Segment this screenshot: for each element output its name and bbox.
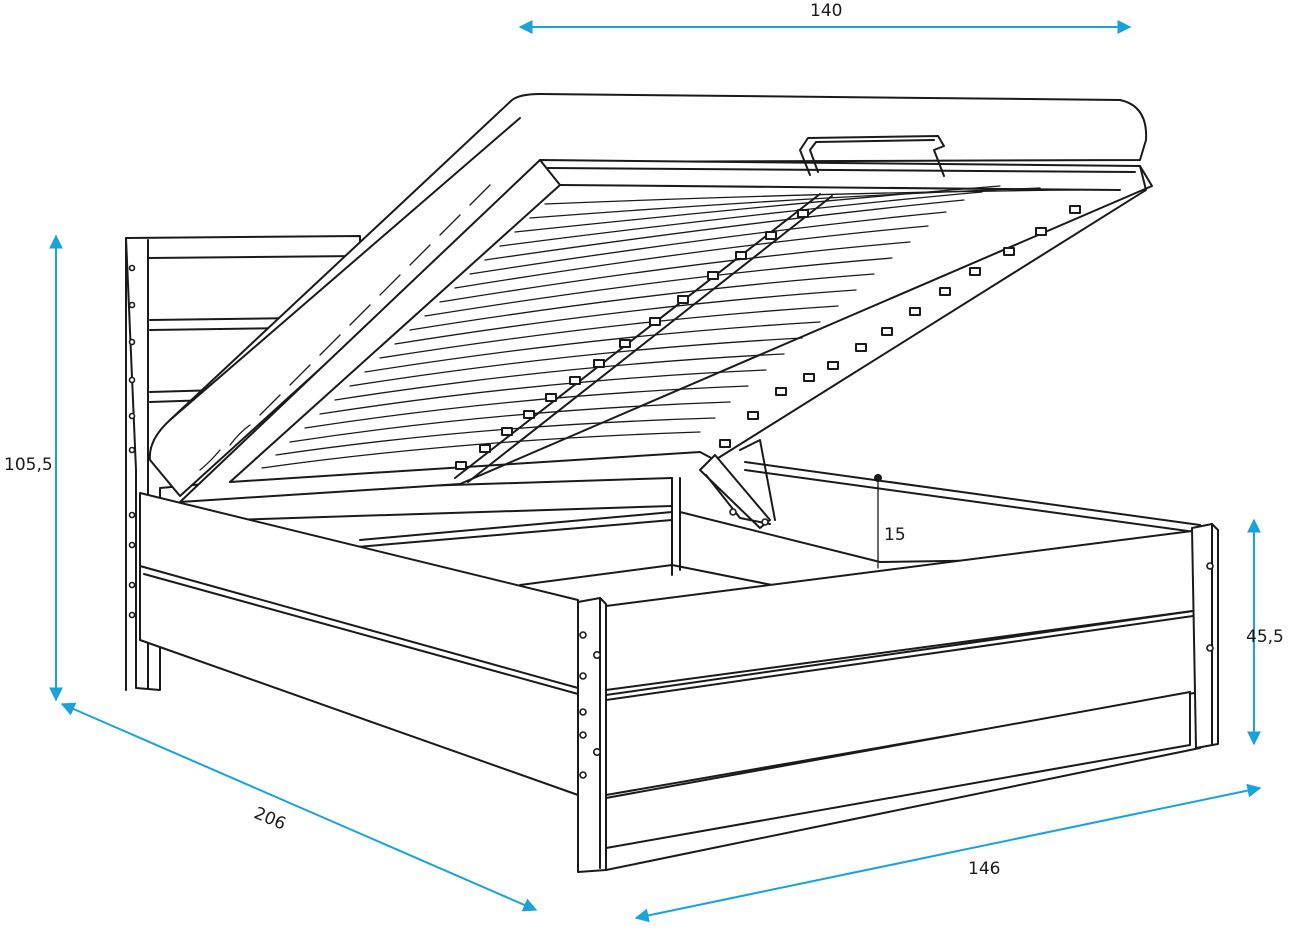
dimension-top-width: 140 <box>518 1 1132 34</box>
dimension-width-front: 146 <box>634 783 1262 923</box>
lifted-lid <box>148 93 1153 503</box>
height-side-label: 45,5 <box>1246 627 1284 647</box>
slat-brackets <box>455 205 1081 470</box>
storage-depth-marker: 15 <box>874 474 906 569</box>
dimension-height-total: 105,5 <box>4 234 63 702</box>
lid-handle <box>799 135 945 177</box>
dimension-height-side: 45,5 <box>1246 518 1284 746</box>
headboard-bolts <box>128 264 136 619</box>
gas-strut <box>699 439 776 529</box>
length-label: 206 <box>251 803 289 834</box>
height-total-label: 105,5 <box>4 455 53 475</box>
width-front-label: 146 <box>968 859 1000 879</box>
top-width-label: 140 <box>810 1 842 21</box>
slats <box>261 185 1081 469</box>
storage-depth-label: 15 <box>884 525 906 545</box>
frame-bolts <box>579 562 1214 779</box>
